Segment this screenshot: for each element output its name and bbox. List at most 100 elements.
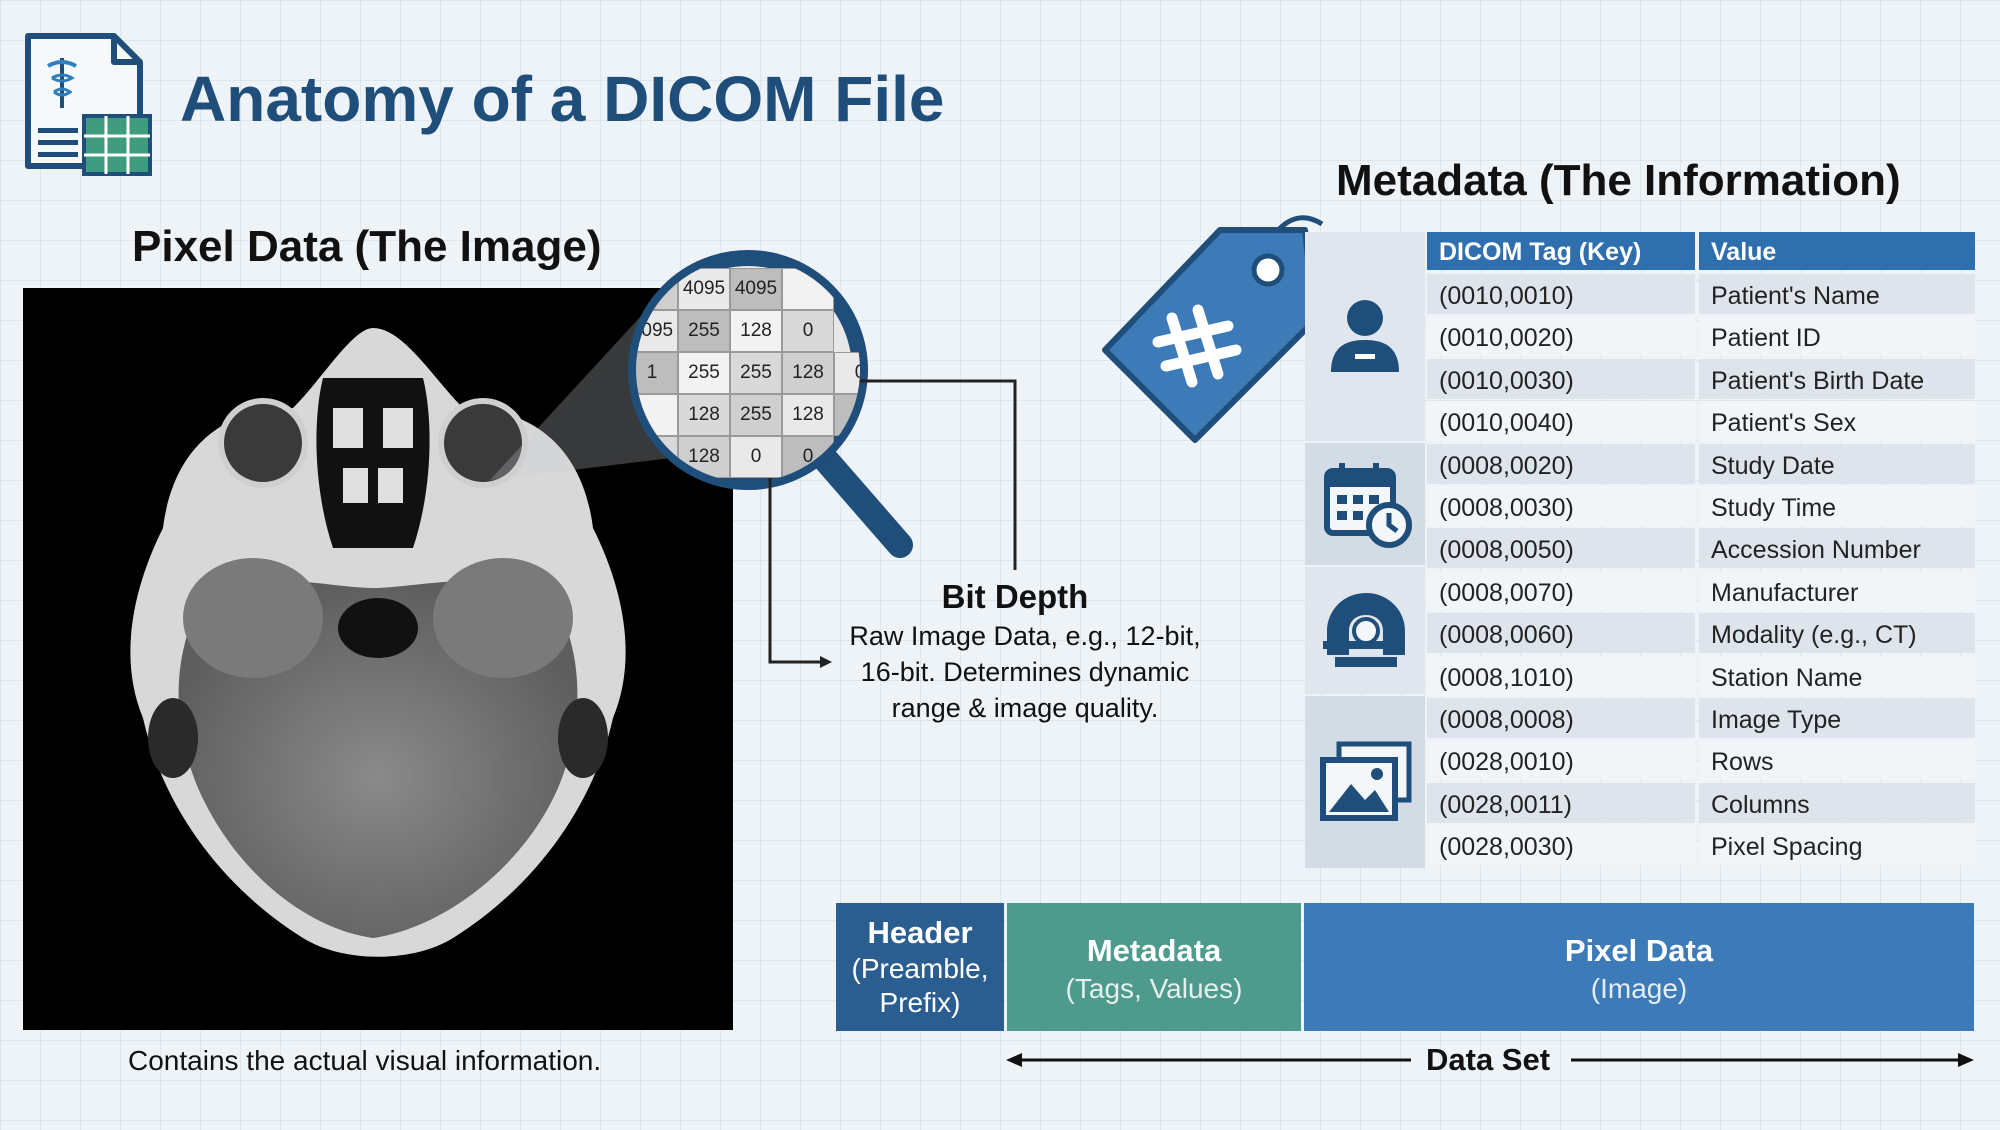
tag-key-cell: (0008,0020) (1427, 443, 1695, 484)
pixel-value-cell: 255 (678, 352, 730, 394)
pixel-value-cell: 0 (834, 352, 860, 394)
tag-key: (0028,0010) (1439, 748, 1574, 777)
header-segment: Header (Preamble, Prefix) (836, 903, 1004, 1031)
page-title: Anatomy of a DICOM File (180, 63, 945, 135)
tag-value: Image Type (1711, 706, 1842, 734)
pixel-value-cell: 4095 (678, 268, 730, 310)
tag-key: (0008,0030) (1439, 494, 1574, 522)
pixel-value-cell: 0 (730, 436, 782, 478)
tag-value-cell: Manufacturer (1699, 570, 1975, 611)
tag-key: (0008,0008) (1439, 706, 1574, 734)
tag-key-cell: (0010,0040) (1427, 401, 1695, 442)
tag-key: (0010,0040) (1439, 409, 1574, 438)
pixel-data-segment-subtitle: (Image) (1590, 973, 1688, 1004)
pixel-value-cell (782, 268, 834, 310)
tag-value-cell: Rows (1699, 740, 1975, 781)
tag-key: (0008,1010) (1439, 663, 1574, 692)
pixel-value-cell: 4095 (730, 268, 782, 310)
tag-value-cell: Modality (e.g., CT) (1699, 613, 1975, 654)
table-row: (0008,0008) Image Type (1427, 698, 1975, 738)
tag-value: Accession Number (1711, 536, 1921, 565)
tag-key: (0008,0020) (1439, 451, 1574, 480)
table-row: (0010,0010) Patient's Name (1427, 274, 1975, 314)
table-row: (0028,0010) Rows (1427, 740, 1975, 781)
pixel-value-cell: 0 (782, 310, 834, 352)
tag-key-cell: (0008,0060) (1427, 613, 1695, 654)
tag-value-cell: Pixel Spacing (1699, 825, 1975, 866)
metadata-segment-title: Metadata (1086, 933, 1222, 968)
study-group-band (1305, 443, 1425, 565)
tag-key-cell: (0008,0008) (1427, 698, 1695, 738)
pixel-value-cell: 255 (678, 310, 730, 352)
tag-value: Pixel Spacing (1711, 833, 1863, 862)
tag-value-cell: Accession Number (1699, 528, 1975, 569)
pixel-value-cell: 128 (730, 310, 782, 352)
pixel-value-cell: 55 (636, 436, 678, 478)
pixel-value-cell: 5 (636, 268, 678, 310)
table-row: (0010,0020) Patient ID (1427, 316, 1975, 357)
table-header: DICOM Tag (Key) Value (1427, 232, 1975, 270)
pixel-data-segment-title: Pixel Data (1564, 933, 1714, 968)
tag-value-cell: Station Name (1699, 655, 1975, 696)
table-row: (0008,0060) Modality (e.g., CT) (1427, 613, 1975, 654)
equipment-group-band (1305, 567, 1425, 694)
pixel-value-cell: 1 (636, 352, 678, 394)
table-row: (0028,0030)Pixel Spacing (1427, 825, 1975, 866)
image-group-band (1305, 696, 1425, 868)
tag-value-cell: Study Date (1699, 443, 1975, 484)
bit-depth-line: 16-bit. Determines dynamic (860, 657, 1190, 687)
table-row: (0008,1010) Station Name (1427, 655, 1975, 696)
table-row: (0010,0040) Patient's Sex (1427, 401, 1975, 442)
header-segment-title: Header (867, 915, 973, 950)
person-group-band (1305, 232, 1425, 441)
image-stack-icon (1319, 740, 1413, 827)
tag-value-cell: Image Type (1699, 698, 1975, 738)
bit-depth-description: Raw Image Data, e.g., 12-bit, 16-bit. De… (800, 618, 1250, 726)
table-row: (0010,0030)Patient's Birth Date (1427, 358, 1975, 399)
table-row: (0008,0020) Study Date (1427, 443, 1975, 484)
dataset-arrow (1006, 1040, 1974, 1080)
table-row: (0028,0011) Columns (1427, 782, 1975, 823)
tag-value: Manufacturer (1711, 578, 1859, 607)
tag-value: Patient ID (1711, 324, 1821, 353)
ct-scanner-icon (1321, 589, 1411, 678)
bit-depth-title: Bit Depth (941, 578, 1089, 615)
tag-value: Patient's Birth Date (1711, 366, 1925, 395)
tag-value: Study Time (1711, 494, 1837, 522)
pixel-value-cell: 128 (678, 436, 730, 478)
tag-value: Columns (1711, 790, 1810, 819)
pixel-value-cell: 255 (730, 394, 782, 436)
tag-value-cell: Columns (1699, 782, 1975, 823)
tag-key: (0010,0010) (1439, 282, 1574, 310)
tag-key: (0008,0060) (1439, 621, 1574, 650)
table-row: (0008,0050) Accession Number (1427, 528, 1975, 569)
tag-key-cell: (0008,0050) (1427, 528, 1695, 569)
tag-key-cell: (0010,0020) (1427, 316, 1695, 357)
metadata-segment-subtitle: (Tags, Values) (1065, 973, 1243, 1004)
tag-value: Modality (e.g., CT) (1711, 621, 1917, 650)
tag-key-cell: (0008,1010) (1427, 655, 1695, 696)
tag-value-cell: Patient's Birth Date (1699, 358, 1975, 399)
tag-value: Study Date (1711, 451, 1835, 480)
tag-key: (0028,0011) (1439, 790, 1572, 819)
pixel-value-cell: 128 (678, 394, 730, 436)
metadata-segment: Metadata (Tags, Values) (1007, 903, 1301, 1031)
tag-value-cell: Patient ID (1699, 316, 1975, 357)
pixel-data-caption: Contains the actual visual information. (128, 1045, 602, 1076)
tag-value-cell: Study Time (1699, 486, 1975, 526)
pixel-value-cell: 0 (834, 394, 860, 436)
table-row: (0008,0030) Study Time (1427, 486, 1975, 526)
header-value: Value (1711, 238, 1777, 266)
tag-key-cell: (0008,0030) (1427, 486, 1695, 526)
tag-value-cell: Patient's Sex (1699, 401, 1975, 442)
header-segment-line: Prefix) (879, 987, 961, 1018)
table-row: (0008,0070)Manufacturer (1427, 570, 1975, 611)
pixel-value-cell: 128 (782, 394, 834, 436)
tag-value: Patient's Sex (1711, 409, 1857, 438)
tag-value: Patient's Name (1711, 282, 1880, 310)
pixel-data-heading: Pixel Data (The Image) (132, 222, 602, 271)
pixel-value-cell (636, 394, 678, 436)
metadata-heading: Metadata (The Information) (1336, 156, 1901, 205)
tag-key-cell: (0028,0010) (1427, 740, 1695, 781)
